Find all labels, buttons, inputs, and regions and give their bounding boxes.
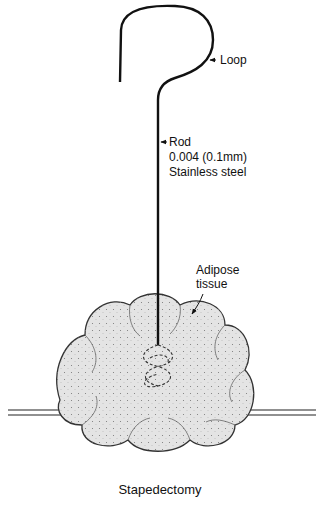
figure-caption: Stapedectomy: [118, 482, 201, 497]
part-label: Rod: [169, 135, 191, 149]
part-label: Loop: [220, 53, 247, 67]
loop-leader: [210, 60, 216, 61]
adipose-tissue: [57, 294, 254, 452]
rod-leader: [161, 142, 167, 143]
tissue-folds: [82, 305, 245, 440]
material-label: Stainless steel: [169, 165, 246, 179]
part-label: Adipose tissue: [196, 263, 254, 291]
adipose-leader: [192, 294, 203, 314]
tissue-stipple: [57, 294, 254, 452]
dimension-label: 0.004 (0.1mm): [169, 150, 247, 164]
wire-crimp: [143, 345, 172, 387]
